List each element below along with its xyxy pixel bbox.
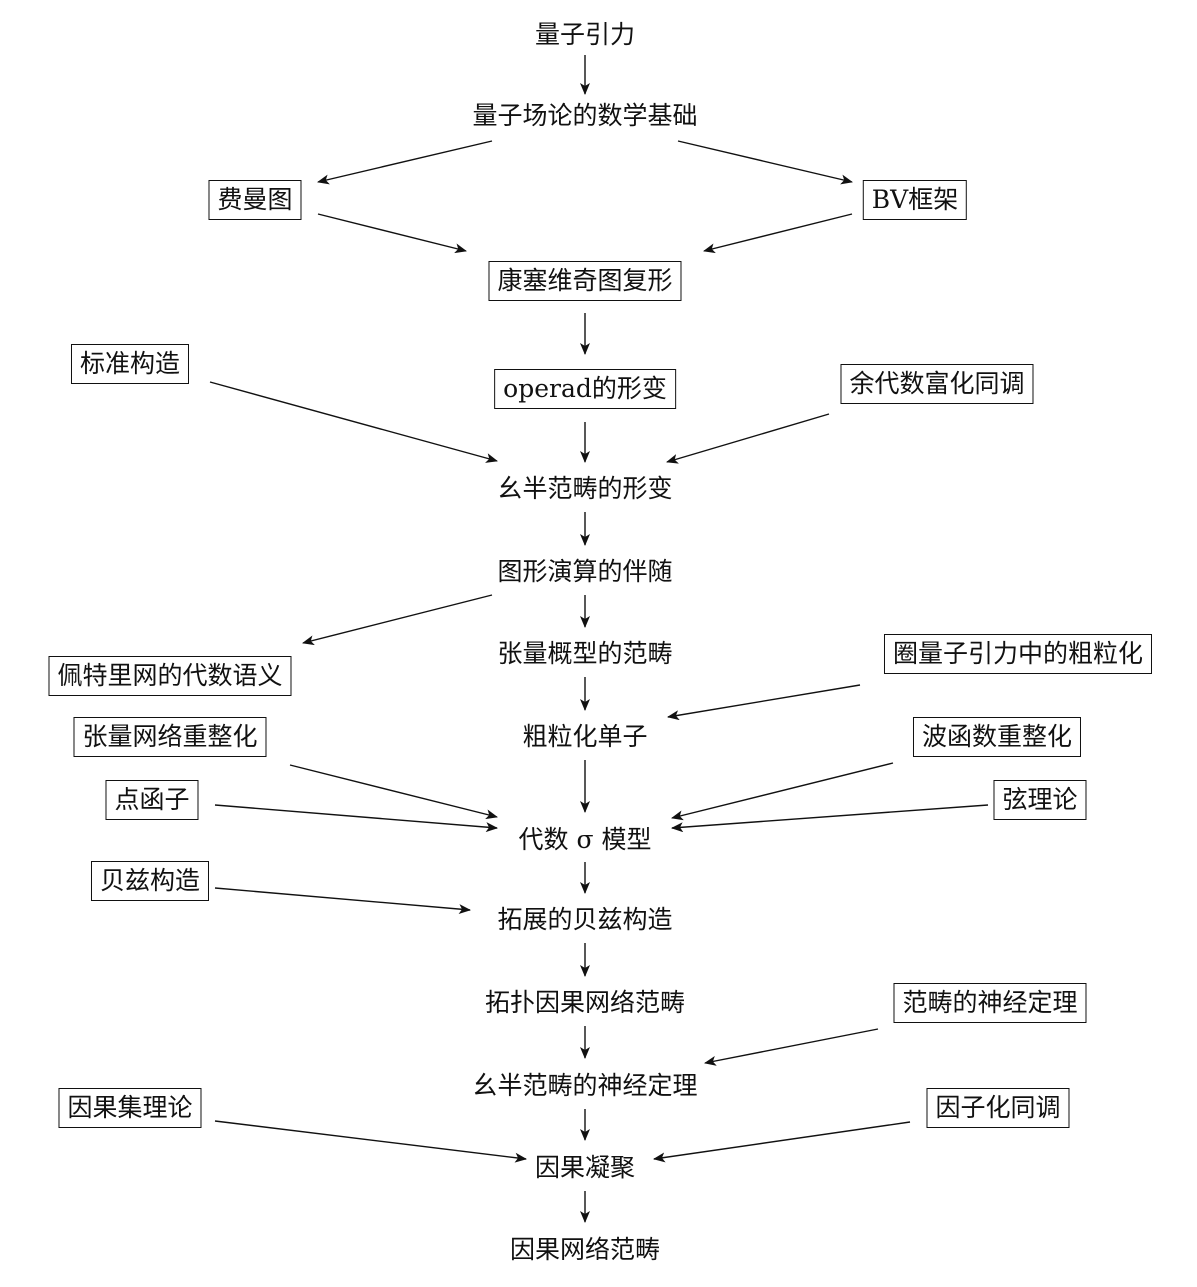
node-kontsevich: 康塞维奇图复形 <box>488 261 682 301</box>
node-point-functor: 点函子 <box>105 780 199 820</box>
edge-causal_set-to-causal_cond <box>214 1120 527 1163</box>
edge-wave_renorm-to-alg_sigma <box>671 762 894 821</box>
node-ext-beck: 拓展的贝兹构造 <box>497 905 673 934</box>
node-quantum-gravity: 量子引力 <box>534 20 636 49</box>
edge-tn_renorm-to-alg_sigma <box>289 764 498 820</box>
node-topo-causal: 拓扑因果网络范畴 <box>484 988 686 1017</box>
node-mono-cat-def: 幺半范畴的形变 <box>497 474 673 503</box>
node-std-construction: 标准构造 <box>70 344 190 384</box>
edge-string_theory-to-alg_sigma <box>671 804 989 833</box>
node-operad-def: operad的形变 <box>494 369 676 409</box>
edge-cat_nerve-to-mono_nerve <box>704 1028 879 1066</box>
node-causal-cond: 因果凝聚 <box>534 1153 636 1182</box>
node-cat-nerve: 范畴的神经定理 <box>893 983 1087 1023</box>
edge-bv-to-kontsevich <box>703 213 853 254</box>
edge-graph_calc_adj-to-petri_sem <box>302 594 493 646</box>
node-beck: 贝兹构造 <box>90 861 210 901</box>
node-string-theory: 弦理论 <box>993 780 1087 820</box>
node-wave-renorm: 波函数重整化 <box>912 717 1082 757</box>
edge-coalg_hom-to-mono_cat_def <box>666 413 830 464</box>
node-coarse-monad: 粗粒化单子 <box>522 722 648 751</box>
node-bv: BV框架 <box>862 180 968 220</box>
edge-factor_hom-to-causal_cond <box>653 1121 911 1163</box>
node-causal-net-cat: 因果网络范畴 <box>509 1235 661 1264</box>
edge-math_foundation-to-bv <box>677 140 853 185</box>
node-petri-sem: 佩特里网的代数语义 <box>48 656 292 696</box>
node-feynman: 费曼图 <box>208 180 302 220</box>
node-lqg-coarse: 圈量子引力中的粗粒化 <box>883 634 1153 674</box>
edge-lqg_coarse-to-coarse_monad <box>667 684 861 721</box>
edge-math_foundation-to-feynman <box>317 140 493 185</box>
node-tn-renorm: 张量网络重整化 <box>73 717 267 757</box>
node-causal-set: 因果集理论 <box>58 1088 202 1128</box>
edge-beck-to-ext_beck <box>214 887 471 915</box>
node-coalg-hom: 余代数富化同调 <box>840 364 1034 404</box>
edge-std_construction-to-mono_cat_def <box>209 381 498 463</box>
node-factor-hom: 因子化同调 <box>926 1088 1070 1128</box>
edge-point_functor-to-alg_sigma <box>214 804 498 833</box>
edge-feynman-to-kontsevich <box>317 213 467 254</box>
node-mono-nerve: 幺半范畴的神经定理 <box>472 1071 698 1100</box>
node-tensor-cat: 张量概型的范畴 <box>497 639 673 668</box>
node-math-foundation: 量子场论的数学基础 <box>472 101 698 130</box>
node-alg-sigma: 代数 σ 模型 <box>518 825 652 854</box>
node-graph-calc-adj: 图形演算的伴随 <box>497 557 673 586</box>
